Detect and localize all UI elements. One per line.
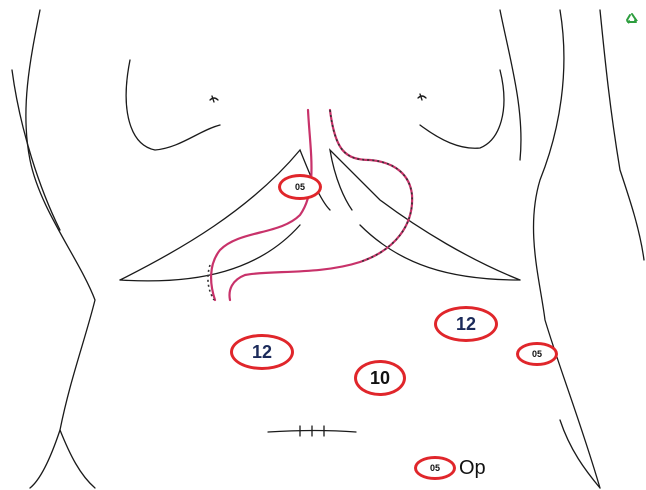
port-label: 05 xyxy=(532,350,542,359)
port-label: 12 xyxy=(252,343,272,361)
port-site-12mm-left-mid: 12 xyxy=(230,334,294,370)
legend-badge: 05 xyxy=(414,456,456,480)
port-site-5mm-subcostal: 05 xyxy=(278,174,322,200)
port-label: 12 xyxy=(456,315,476,333)
recycle-icon xyxy=(624,12,640,28)
legend: 05 Op xyxy=(414,456,486,480)
port-site-12mm-right-upper: 12 xyxy=(434,306,498,342)
port-label: 05 xyxy=(295,183,305,192)
port-site-5mm-right-lateral: 05 xyxy=(516,342,558,366)
legend-badge-label: 05 xyxy=(430,464,440,473)
port-site-10mm-umbilical: 10 xyxy=(354,360,406,396)
legend-label: Op xyxy=(459,457,486,480)
port-label: 10 xyxy=(370,369,390,387)
